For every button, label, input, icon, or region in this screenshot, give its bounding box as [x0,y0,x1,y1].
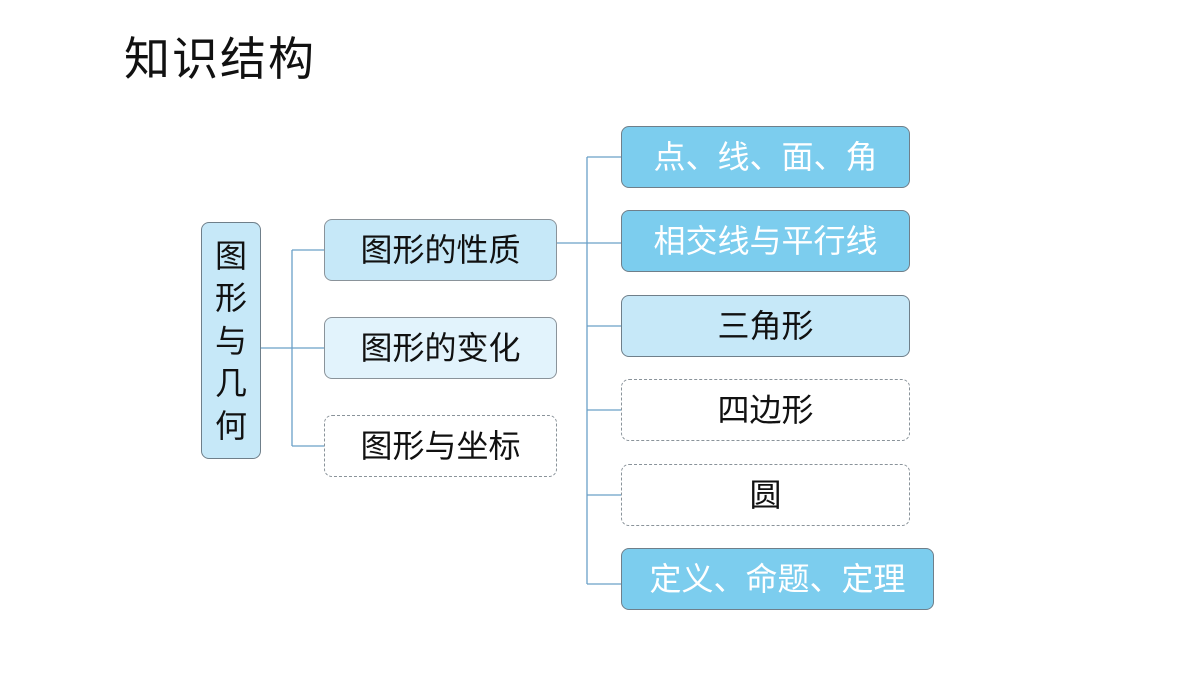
root-node-char: 与 [214,321,247,360]
branch-node-coordinates: 图形与坐标 [324,415,557,477]
root-node-char: 几 [214,364,247,402]
leaf-node-quadrilateral: 四边形 [621,379,910,441]
root-node-char: 图 [214,236,247,275]
page-title: 知识结构 [124,32,316,86]
root-node-char: 形 [214,279,247,317]
root-node: 图 形 与 几 何 [201,222,261,459]
leaf-node-points-lines: 点、线、面、角 [621,126,910,188]
leaf-node-circle: 圆 [621,464,910,526]
leaf-node-definitions: 定义、命题、定理 [621,548,934,610]
branch-node-transformations: 图形的变化 [324,317,557,379]
leaf-node-intersecting-parallel: 相交线与平行线 [621,210,910,272]
leaf-node-triangle: 三角形 [621,295,910,357]
root-node-char: 何 [214,406,247,445]
branch-node-properties: 图形的性质 [324,219,557,281]
